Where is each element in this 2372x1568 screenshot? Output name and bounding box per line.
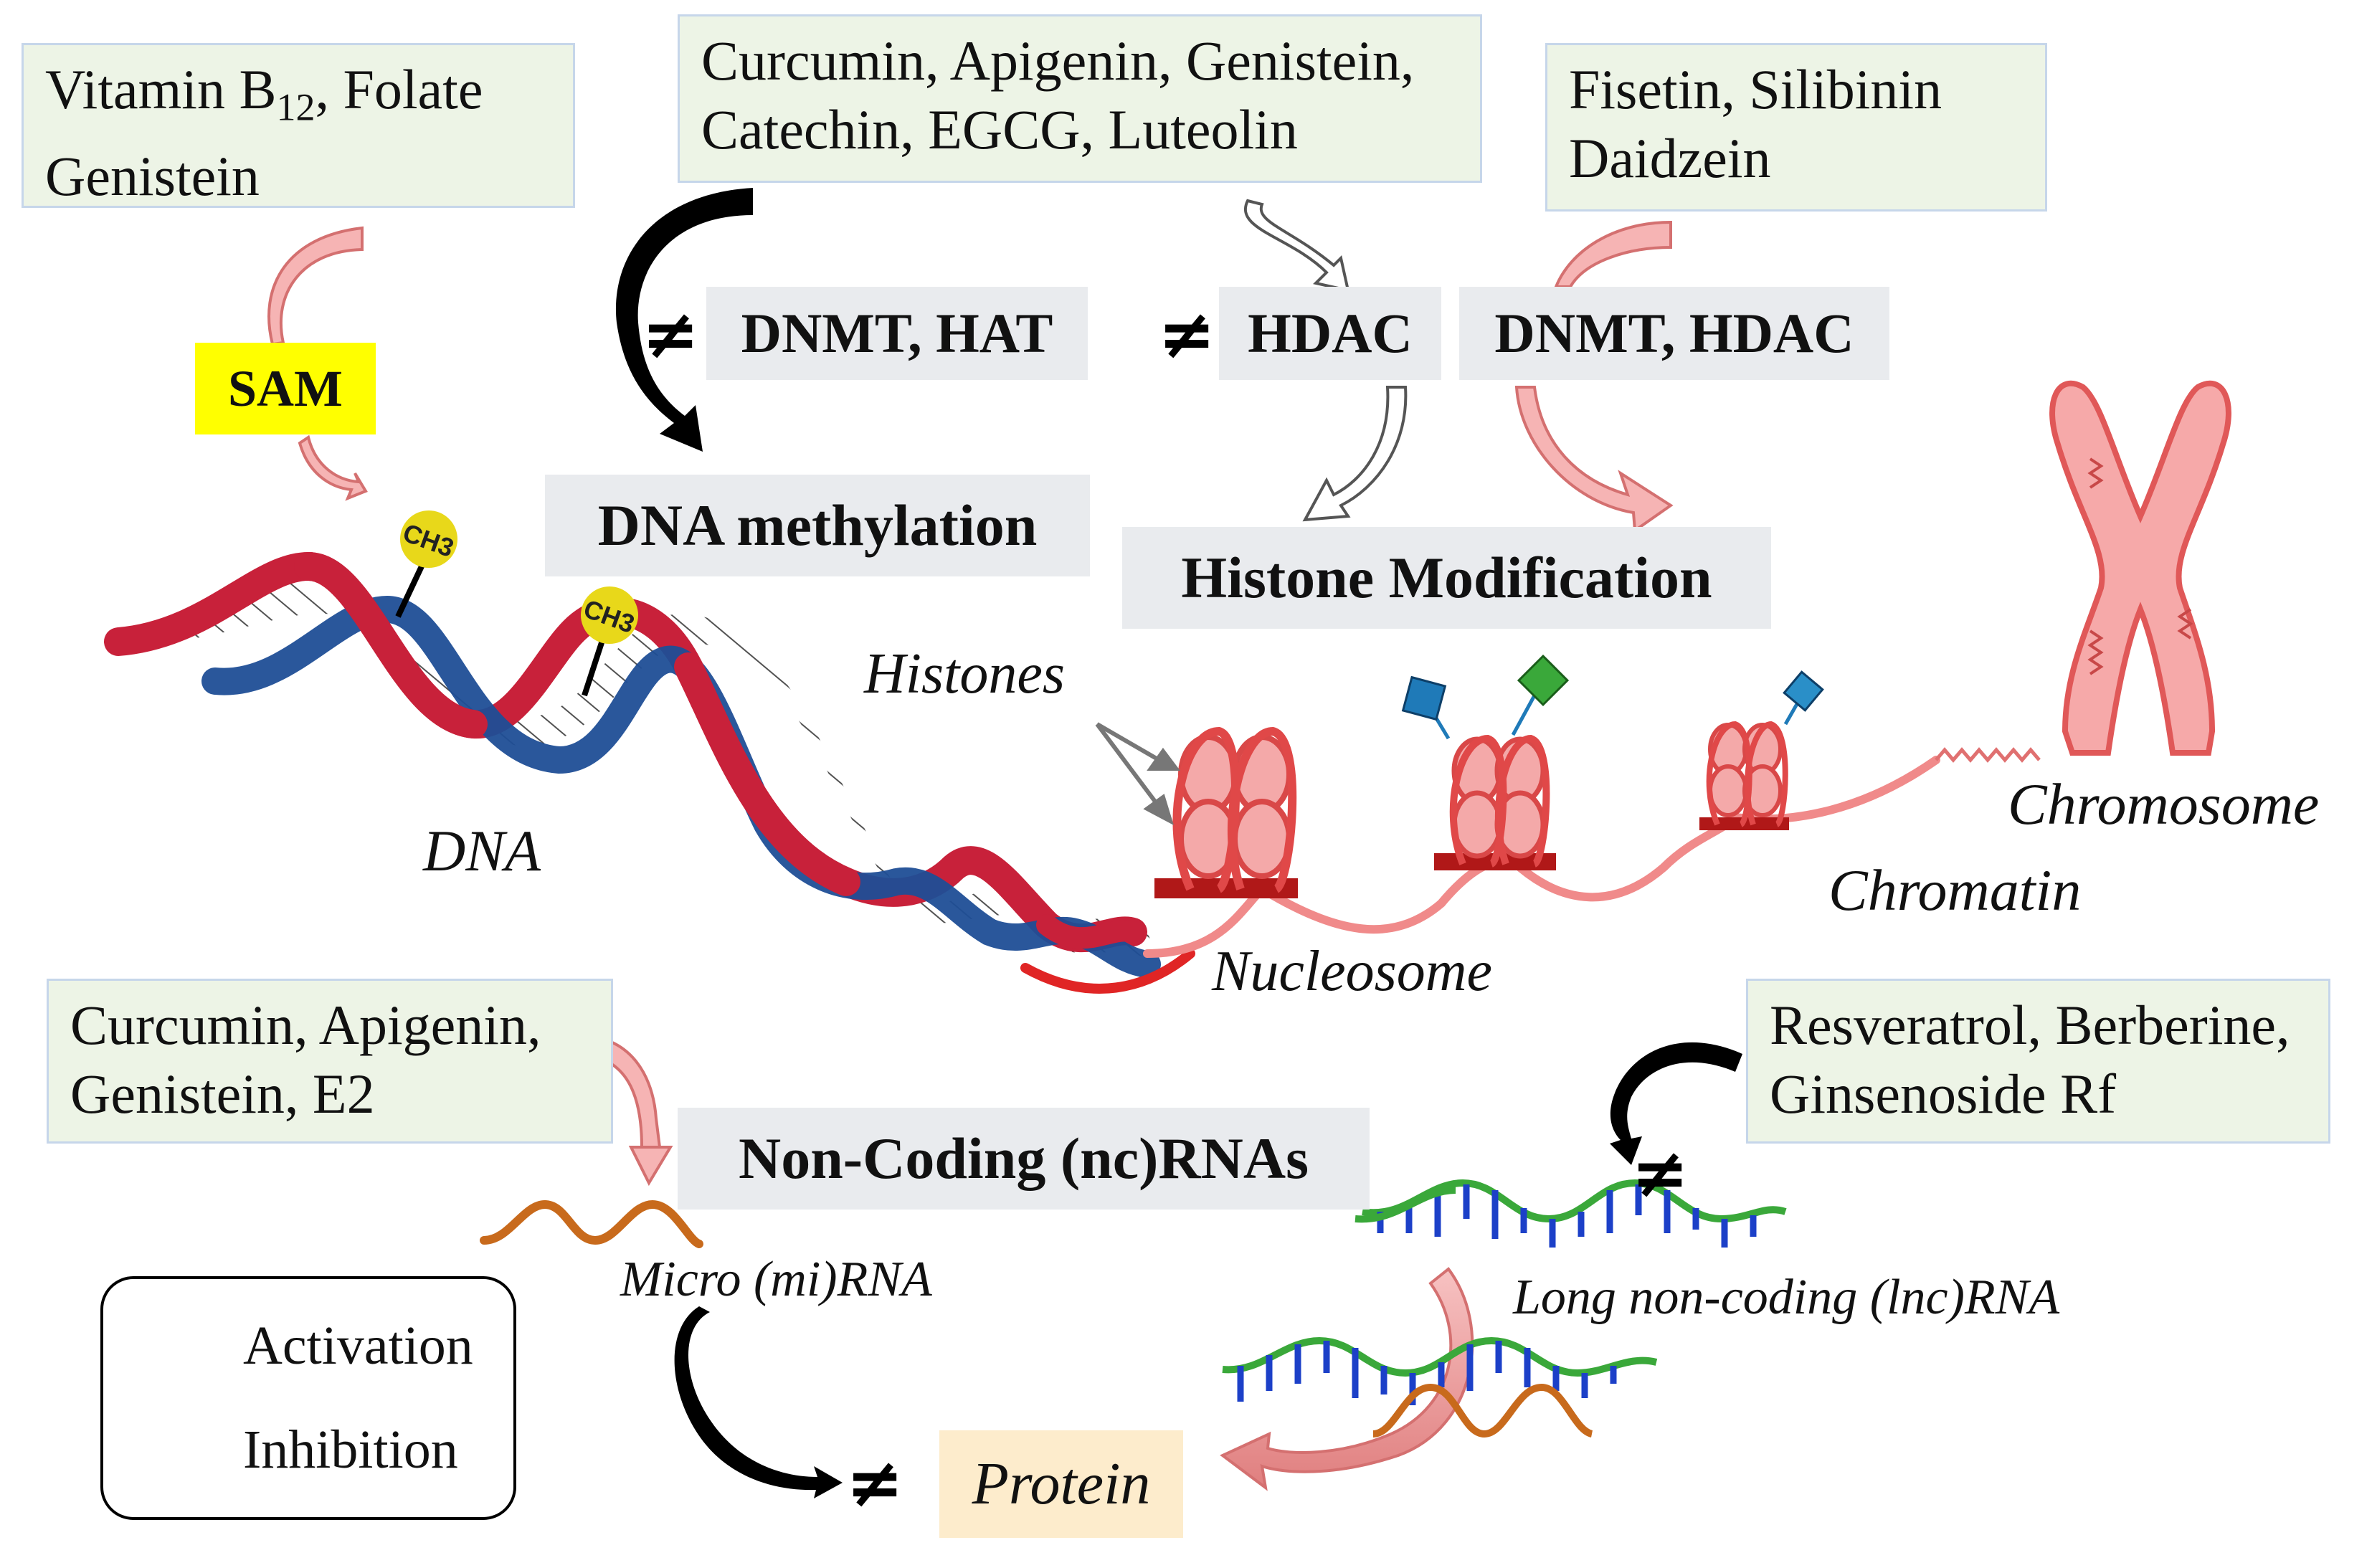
genistein-text: Genistein [45,144,260,207]
arrow-lncrna-to-protein [1220,1267,1474,1491]
arrow-mirna-to-protein [674,1306,843,1498]
resveratrol-line-1: Resveratrol, Berberine, [1770,994,2290,1056]
folate-text: , Folate [315,58,483,120]
arrow-b12-to-sam [267,226,364,346]
enzyme-dnmt-hat: DNMT, HAT [706,287,1088,380]
legend-inhibition-label: Inhibition [243,1420,458,1480]
arrow-curcumin-to-dna-methylation [615,188,753,452]
box-vitamin-b12-folate: Vitamin B12, Folate Genistein [22,43,575,208]
fisetin-line-1: Fisetin, Silibinin [1569,58,1942,120]
arrow-dnmt-hdac-to-histone-mod [1514,386,1674,533]
methyl-group-1: CH3 [395,510,457,618]
protein-label: Protein [939,1430,1183,1538]
chromosome [2049,380,2231,756]
label-chromatin: Chromatin [1828,857,2082,923]
histones-pointer [1095,722,1180,826]
mechanism-dna-methylation: DNA methylation [545,475,1090,576]
label-nucleosome: Nucleosome [1212,940,1493,1003]
nucleosome-2 [1401,654,1570,870]
arrow-sam-to-dna [298,434,368,501]
label-mirna: Micro (mi)RNA [620,1252,932,1307]
curcumin-line-2: Catechin, EGCG, Luteolin [701,98,1298,161]
curcumin-line-1: Curcumin, Apigenin, Genistein, [701,29,1415,92]
lncrna-1 [1355,1179,1787,1248]
fisetin-line-2: Daidzein [1569,127,1771,189]
arrow-fisetin-to-dnmt-hdac [1554,220,1672,288]
nucleosome-3 [1699,670,1824,830]
mirna-strand [480,1199,703,1248]
dna-helix [104,551,1195,994]
methyl-group-2: CH3 [580,586,638,697]
legend-activation-label: Activation [243,1316,473,1376]
arrow-curcumin-to-hdac [1244,199,1350,293]
label-dna: DNA [423,818,541,883]
enzyme-hdac: HDAC [1219,287,1441,380]
label-chromosome: Chromosome [2008,771,2320,837]
box-fisetin-group: Fisetin, Silibinin Daidzein [1545,43,2047,212]
sam-label: SAM [195,343,376,434]
box-curcumin-group-bottom: Curcumin, Apigenin, Genistein, E2 [47,979,613,1144]
arrow-resveratrol-to-lncrna [1610,1042,1742,1165]
inhibit-symbol-hdac: ≠ [1158,294,1216,374]
mechanism-histone-modification: Histone Modification [1122,527,1771,629]
mechanism-ncrna: Non-Coding (nc)RNAs [678,1108,1370,1210]
mirna-modulators-line-2: Genistein, E2 [70,1063,375,1125]
lncrna-2 [1222,1336,1658,1438]
label-histones: Histones [864,642,1065,705]
inhibit-symbol-protein: ≠ [846,1443,904,1523]
mirna-modulators-line-1: Curcumin, Apigenin, [70,994,541,1056]
box-curcumin-group-top: Curcumin, Apigenin, Genistein, Catechin,… [678,14,1482,183]
label-lncrna: Long non-coding (lnc)RNA [1513,1270,2060,1325]
box-resveratrol-group: Resveratrol, Berberine, Ginsenoside Rf [1746,979,2330,1144]
vitamin-b-subscript: 12 [276,85,316,129]
enzyme-dnmt-hdac: DNMT, HDAC [1459,287,1889,380]
arrow-hdac-to-histone-mod [1302,386,1408,522]
inhibit-symbol-dnmt-hat: ≠ [642,294,700,374]
resveratrol-line-2: Ginsenoside Rf [1770,1063,2117,1125]
legend-box: Activation Inhibition [100,1276,516,1520]
nucleosome-1 [1154,726,1298,898]
chromatin-squiggle [1935,747,2041,763]
vitamin-b-text: Vitamin B [45,58,277,120]
inhibit-symbol-lncrna: ≠ [1631,1133,1689,1213]
